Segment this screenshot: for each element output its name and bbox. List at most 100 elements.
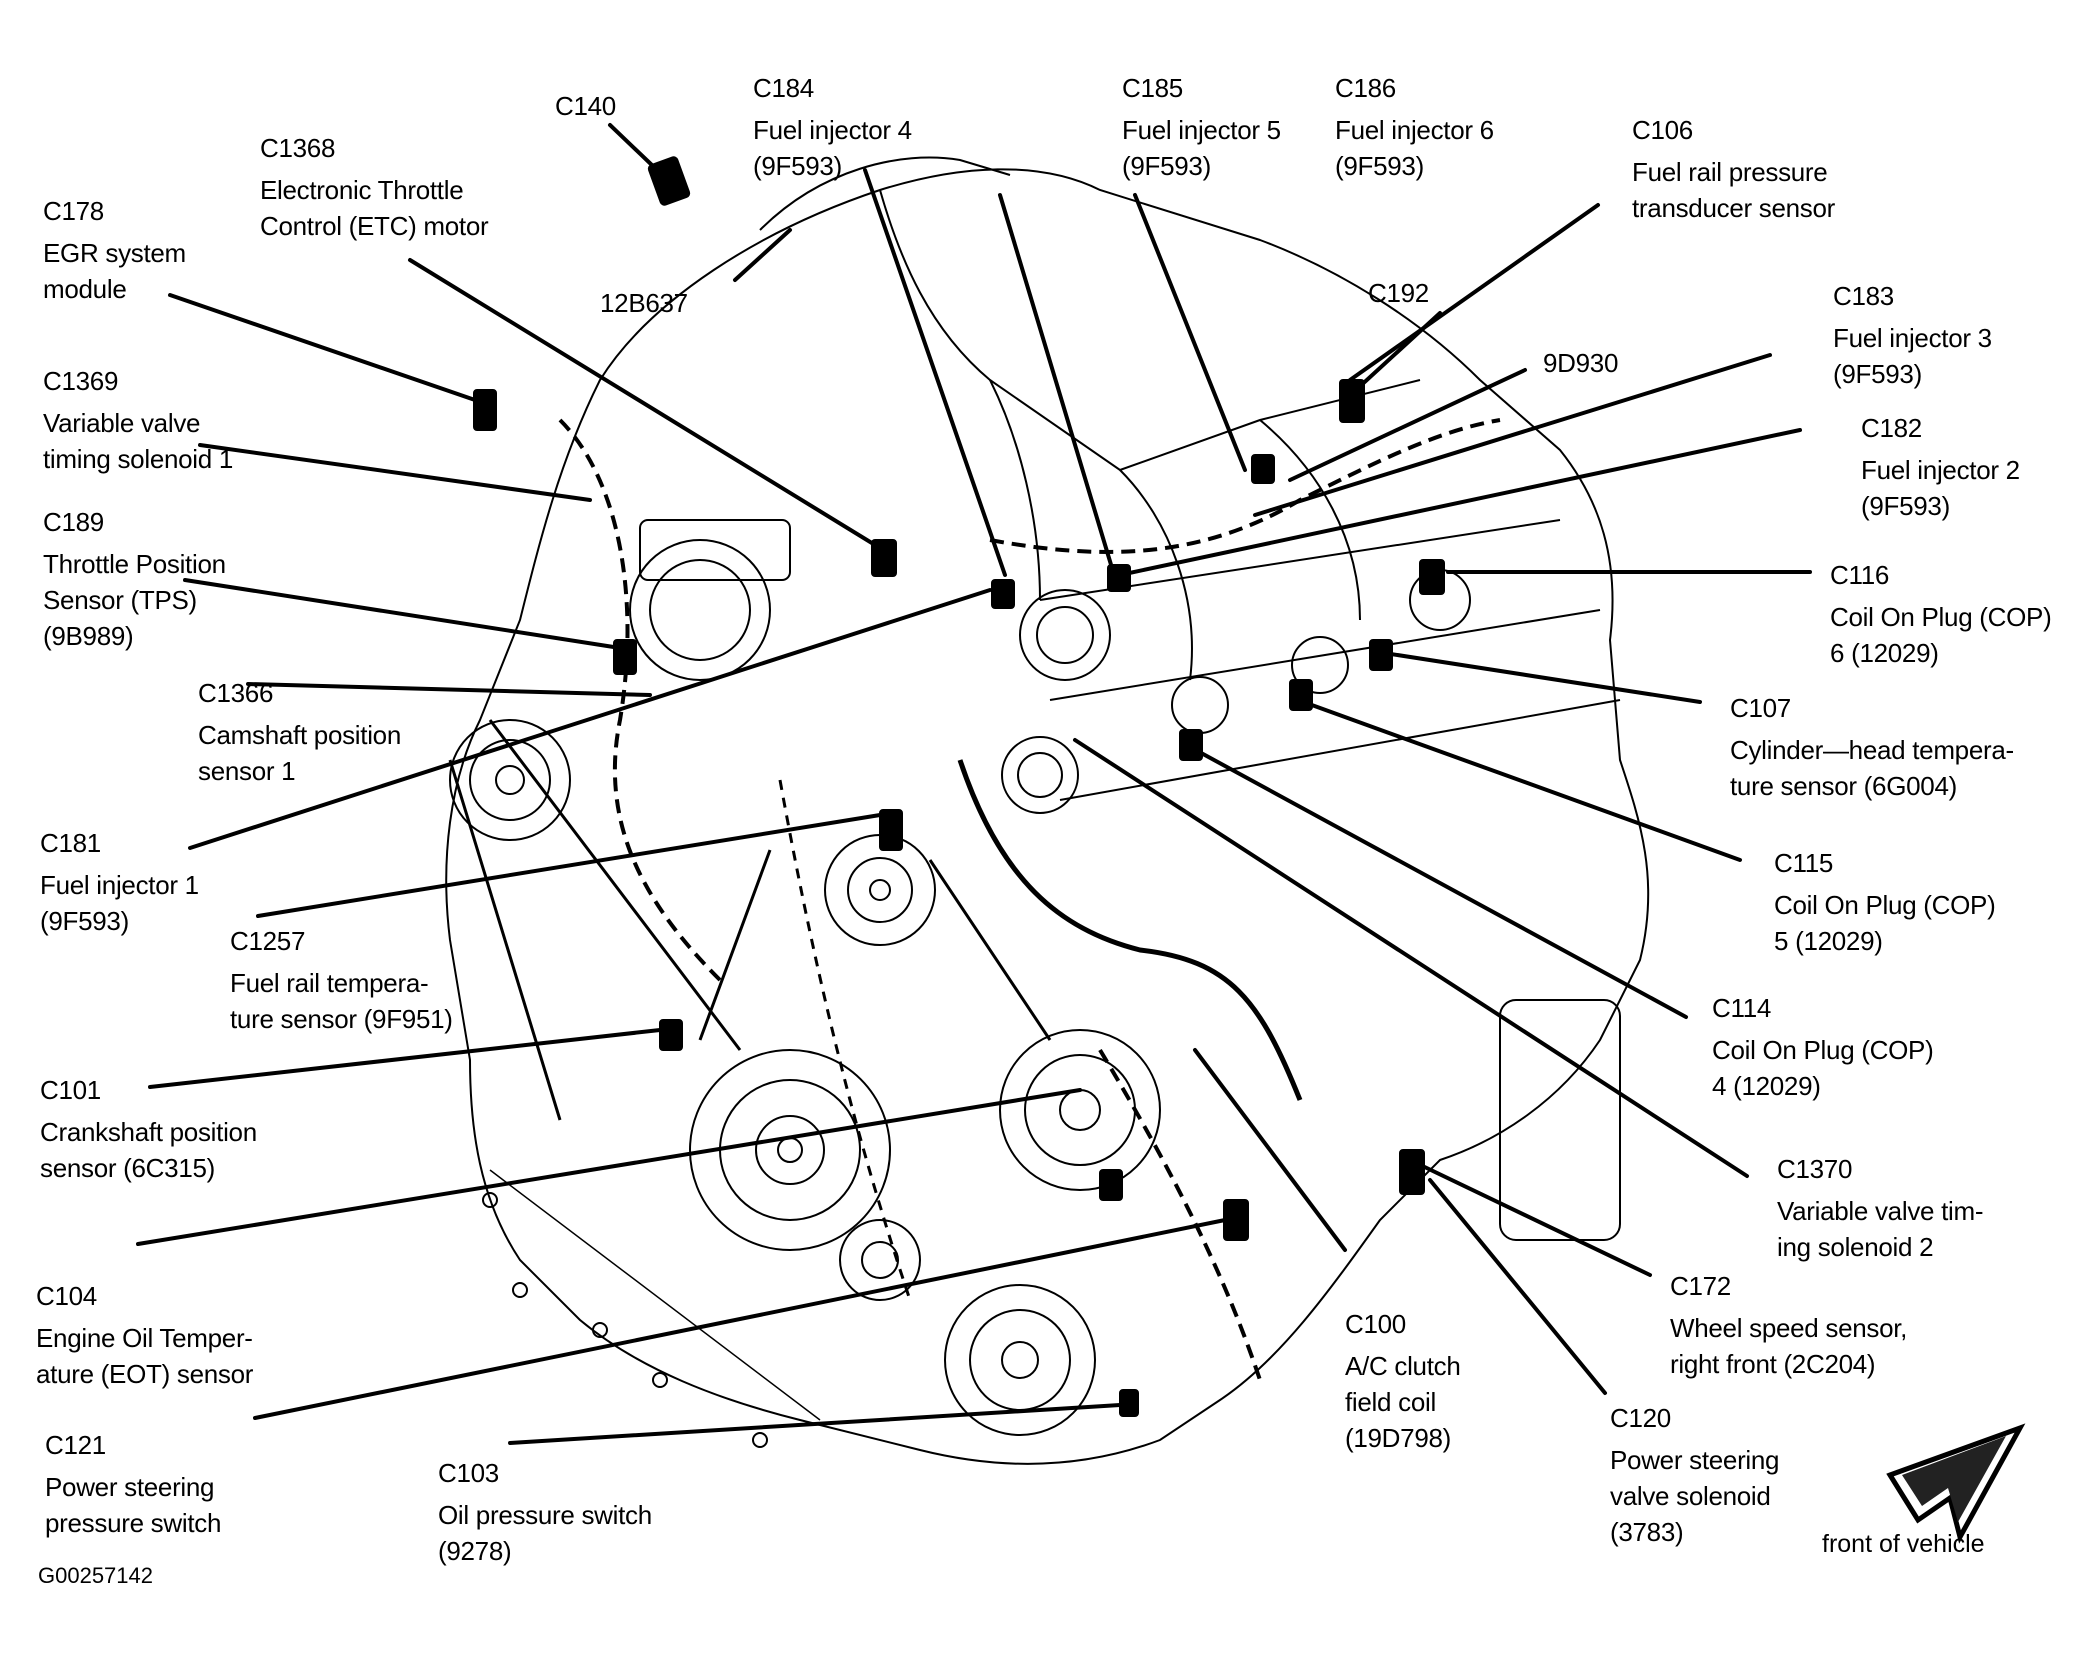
callout-description-line: Power steering [1610, 1445, 1780, 1475]
callout-code: C1369 [43, 366, 119, 396]
callout-code: C140 [555, 91, 616, 121]
callout-description-line: Fuel injector 4 [753, 115, 912, 145]
callout-description-line: ture sensor (6G004) [1730, 771, 1957, 801]
callout-description-line: field coil [1345, 1387, 1436, 1417]
leader-lines [136, 123, 1812, 1445]
leader-c101 [148, 1028, 662, 1089]
callout-description-line: EGR system [43, 238, 186, 268]
callout-description-line: (19D798) [1345, 1423, 1451, 1453]
callout-description-line: Variable valve tim- [1777, 1196, 1984, 1226]
callout-description-line: ing solenoid 2 [1777, 1232, 1934, 1262]
callout-code: C185 [1122, 73, 1183, 103]
leader-9d930 [1288, 368, 1527, 482]
callout-description-line: Electronic Throttle [260, 175, 464, 205]
callout-description-line: Wheel speed sensor, [1670, 1313, 1908, 1343]
callout-code: C100 [1345, 1309, 1406, 1339]
leader-12b637 [733, 228, 792, 282]
leader-c120 [1428, 1178, 1607, 1395]
callout-description-line: (9F593) [753, 151, 842, 181]
callout-description-line: Control (ETC) motor [260, 211, 489, 241]
leader-c115 [1296, 698, 1742, 862]
callout-description-line: A/C clutch [1345, 1351, 1461, 1381]
callout-description-line: Variable valve [43, 408, 201, 438]
leader-c121 [253, 1218, 1227, 1420]
callout-description-line: (3783) [1610, 1517, 1684, 1547]
callout-description-line: Throttle Position [43, 549, 226, 579]
callout-description-line: 4 (12029) [1712, 1071, 1821, 1101]
leader-c183 [1253, 353, 1772, 517]
callout-description-line: Power steering [45, 1472, 215, 1502]
callout-description-line: Engine Oil Temper- [36, 1323, 253, 1353]
callout-description-line: (9F593) [1861, 491, 1950, 521]
callout-code: C101 [40, 1075, 101, 1105]
callout-code: C192 [1368, 278, 1429, 308]
callout-description-line: 6 (12029) [1830, 638, 1939, 668]
leader-c172 [1408, 1158, 1652, 1277]
figure-id: G00257142 [38, 1563, 153, 1588]
callout-description-line: (9B989) [43, 621, 134, 651]
leader-c184 [863, 168, 1007, 577]
arrow-up-right-icon [1886, 1423, 2026, 1544]
leader-c181 [188, 588, 992, 850]
callout-description-line: Fuel injector 1 [40, 870, 199, 900]
callout-description-line: (9F593) [1833, 359, 1922, 389]
leader-c189 [183, 578, 622, 650]
leader-c1369 [198, 443, 592, 502]
callout-description-line: Coil On Plug (COP) [1830, 602, 2052, 632]
leader-c1257 [256, 813, 882, 918]
leader-c107 [1376, 650, 1702, 704]
callout-description-line: sensor 1 [198, 756, 296, 786]
callout-description-line: module [43, 274, 127, 304]
callout-description-line: Fuel rail tempera- [230, 968, 429, 998]
callout-code: C114 [1712, 993, 1772, 1023]
callout-c140: C140 [555, 88, 616, 130]
callout-code: C104 [36, 1281, 97, 1311]
leader-c103 [508, 1403, 1122, 1445]
callout-description-line: Oil pressure switch [438, 1500, 652, 1530]
callout-description-line: ature (EOT) sensor [36, 1359, 254, 1389]
callout-description-line: Fuel injector 3 [1833, 323, 1992, 353]
callout-description-line: Fuel rail pressure [1632, 157, 1828, 187]
callout-p12b637: 12B637 [600, 285, 688, 327]
callout-description-line: (9278) [438, 1536, 512, 1566]
callout-description-line: transducer sensor [1632, 193, 1836, 223]
callout-code: C181 [40, 828, 101, 858]
callout-code: C103 [438, 1458, 499, 1488]
leader-c178 [168, 293, 477, 402]
callout-code: C184 [753, 73, 814, 103]
callout-description-line: Fuel injector 6 [1335, 115, 1494, 145]
callout-code: C182 [1861, 413, 1922, 443]
callout-description-line: Camshaft position [198, 720, 402, 750]
leader-c1366 [246, 682, 652, 697]
callout-code: C178 [43, 196, 104, 226]
callout-code: C186 [1335, 73, 1396, 103]
callout-code: C107 [1730, 693, 1791, 723]
callout-description-line: sensor (6C315) [40, 1153, 215, 1183]
callout-description-line: right front (2C204) [1670, 1349, 1876, 1379]
front-of-vehicle-label: front of vehicle [1822, 1530, 1985, 1558]
leader-c182 [1118, 428, 1802, 577]
leader-c114 [1190, 746, 1688, 1019]
callout-p9d930: 9D930 [1543, 345, 1618, 387]
callout-code: C1366 [198, 678, 274, 708]
callout-description-line: Fuel injector 2 [1861, 455, 2020, 485]
leader-c185 [998, 193, 1114, 570]
callout-description-line: ture sensor (9F951) [230, 1004, 453, 1034]
callout-description-line: timing solenoid 1 [43, 444, 234, 474]
